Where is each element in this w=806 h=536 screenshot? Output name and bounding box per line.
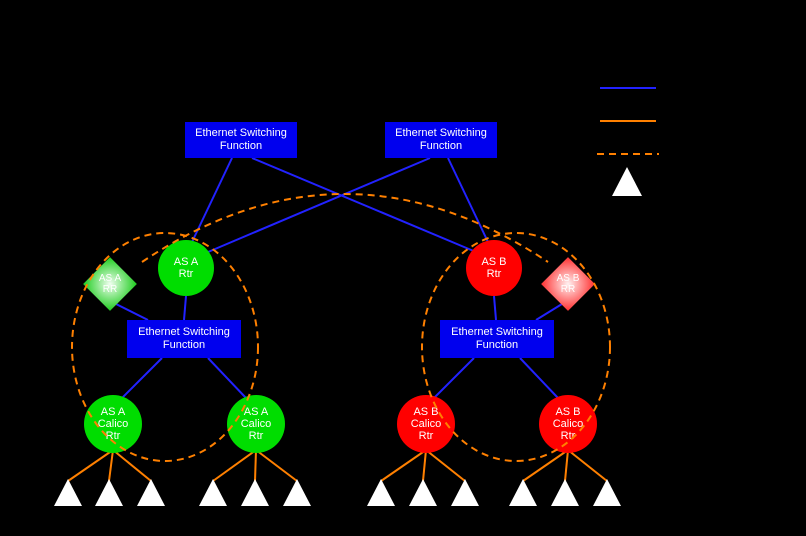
node-label: AS A Calico Rtr xyxy=(97,405,129,443)
link-esf-ml-calico2 xyxy=(207,357,247,399)
as-b-route-reflector-node: AS B RR xyxy=(540,256,596,312)
host-triangle xyxy=(95,479,123,506)
ethernet-switching-function-top-left: Ethernet Switching Function xyxy=(185,122,297,158)
link-calico3-host2 xyxy=(422,449,427,482)
node-label: AS B RR xyxy=(556,272,580,296)
node-label: AS B Calico Rtr xyxy=(552,405,584,443)
link-calico4-host2 xyxy=(564,449,569,482)
link-esf-tl-asb-rtr xyxy=(251,157,477,253)
host-triangle xyxy=(54,479,82,506)
host-triangle xyxy=(137,479,165,506)
ethernet-switching-function-top-right: Ethernet Switching Function xyxy=(385,122,497,158)
node-label: Ethernet Switching Function xyxy=(451,325,543,351)
host-triangle xyxy=(367,479,395,506)
host-triangle xyxy=(509,479,537,506)
host-triangle xyxy=(551,479,579,506)
host-triangle xyxy=(409,479,437,506)
host-triangle xyxy=(451,479,479,506)
legend xyxy=(597,87,659,196)
link-esf-mr-calico4 xyxy=(519,357,559,399)
as-b-calico-rtr-node-2: AS B Calico Rtr xyxy=(539,395,597,453)
as-a-rtr-node: AS A Rtr xyxy=(158,240,214,296)
link-calico1-host2 xyxy=(108,449,114,482)
link-esf-mr-calico3 xyxy=(433,357,475,399)
link-calico2-host3 xyxy=(255,449,298,482)
link-calico3-host1 xyxy=(380,449,427,482)
link-calico4-host3 xyxy=(567,449,608,482)
host-triangle xyxy=(283,479,311,506)
link-asa-rtr-esf-ml xyxy=(183,295,187,321)
link-esf-tr-asa-rtr xyxy=(207,157,431,253)
legend-host-triangle-icon xyxy=(612,167,642,196)
as-a-calico-rtr-node-1: AS A Calico Rtr xyxy=(84,395,142,453)
as-a-route-reflector-node: AS A RR xyxy=(82,256,138,312)
link-calico3-host3 xyxy=(425,449,466,482)
node-label: Ethernet Switching Function xyxy=(395,126,487,152)
link-esf-tl-asa-rtr xyxy=(191,157,233,243)
node-label: AS A Rtr xyxy=(173,255,199,280)
as-b-calico-rtr-node-1: AS B Calico Rtr xyxy=(397,395,455,453)
node-label: AS B Calico Rtr xyxy=(410,405,442,443)
node-label: AS A Calico Rtr xyxy=(240,405,272,443)
link-esf-tr-asb-rtr xyxy=(447,157,489,243)
link-calico1-host3 xyxy=(112,449,152,482)
link-calico2-host2 xyxy=(254,449,257,482)
host-triangle xyxy=(241,479,269,506)
link-calico4-host1 xyxy=(522,449,569,482)
ethernet-switching-function-mid-right: Ethernet Switching Function xyxy=(440,320,554,358)
link-calico2-host1 xyxy=(212,449,257,482)
node-label: Ethernet Switching Function xyxy=(195,126,287,152)
host-triangle xyxy=(593,479,621,506)
link-calico1-host1 xyxy=(67,449,114,482)
node-label: Ethernet Switching Function xyxy=(138,325,230,351)
link-esf-ml-calico1 xyxy=(121,357,163,399)
as-b-rtr-node: AS B Rtr xyxy=(466,240,522,296)
node-label: AS B Rtr xyxy=(481,255,507,280)
host-triangle xyxy=(199,479,227,506)
as-a-calico-rtr-node-2: AS A Calico Rtr xyxy=(227,395,285,453)
ethernet-switching-function-mid-left: Ethernet Switching Function xyxy=(127,320,241,358)
node-label: AS A RR xyxy=(98,272,122,296)
link-asb-rtr-esf-mr xyxy=(493,295,497,321)
